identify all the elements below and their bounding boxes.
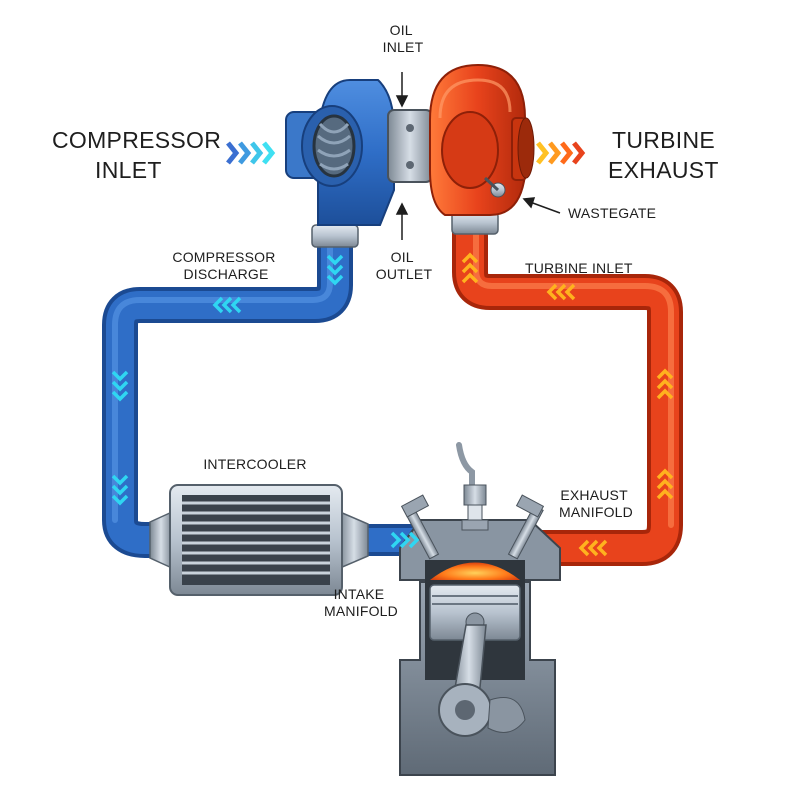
chevron-flow-icon xyxy=(228,143,236,163)
compressor-housing xyxy=(286,80,394,247)
turbine-exhaust-label: TURBINE EXHAUST xyxy=(608,127,722,183)
wastegate-pointer xyxy=(524,198,560,213)
wastegate-label: WASTEGATE xyxy=(568,205,656,221)
compressor-wheel xyxy=(314,116,354,176)
chevron-flow-icon xyxy=(538,143,546,163)
chevron-flow-icon xyxy=(574,143,582,163)
turbine-inlet-label: TURBINE INLET xyxy=(525,260,633,276)
compressor-inlet-label: COMPRESSOR INLET xyxy=(52,127,228,183)
chevron-flow-icon xyxy=(264,143,272,163)
intake-manifold-label: INTAKE MANIFOLD xyxy=(324,586,398,619)
compressor-discharge-label: COMPRESSOR DISCHARGE xyxy=(172,249,279,282)
turbine-exhaust-arrows xyxy=(538,143,582,163)
intercooler-label: INTERCOOLER xyxy=(203,456,306,472)
chevron-flow-icon xyxy=(550,143,558,163)
pointer-arrow-icon xyxy=(524,198,534,207)
center-bearing-housing xyxy=(388,110,432,182)
compressor-inlet-arrows xyxy=(228,143,272,163)
chevron-flow-icon xyxy=(562,143,570,163)
engine-cylinder xyxy=(400,445,560,775)
spark-plug xyxy=(459,445,488,530)
oil-inlet-label: OIL INLET xyxy=(383,22,424,55)
turbine-housing xyxy=(430,65,534,234)
intercooler xyxy=(150,485,368,595)
exhaust-manifold-label: EXHAUST MANIFOLD xyxy=(559,487,633,520)
pointer-arrow-icon xyxy=(397,204,407,214)
chevron-flow-icon xyxy=(240,143,248,163)
oil-outlet-pointer xyxy=(397,204,407,240)
oil-outlet-label: OIL OUTLET xyxy=(376,249,433,282)
pointer-arrow-icon xyxy=(397,96,407,106)
oil-inlet-pointer xyxy=(397,72,407,106)
chevron-flow-icon xyxy=(252,143,260,163)
